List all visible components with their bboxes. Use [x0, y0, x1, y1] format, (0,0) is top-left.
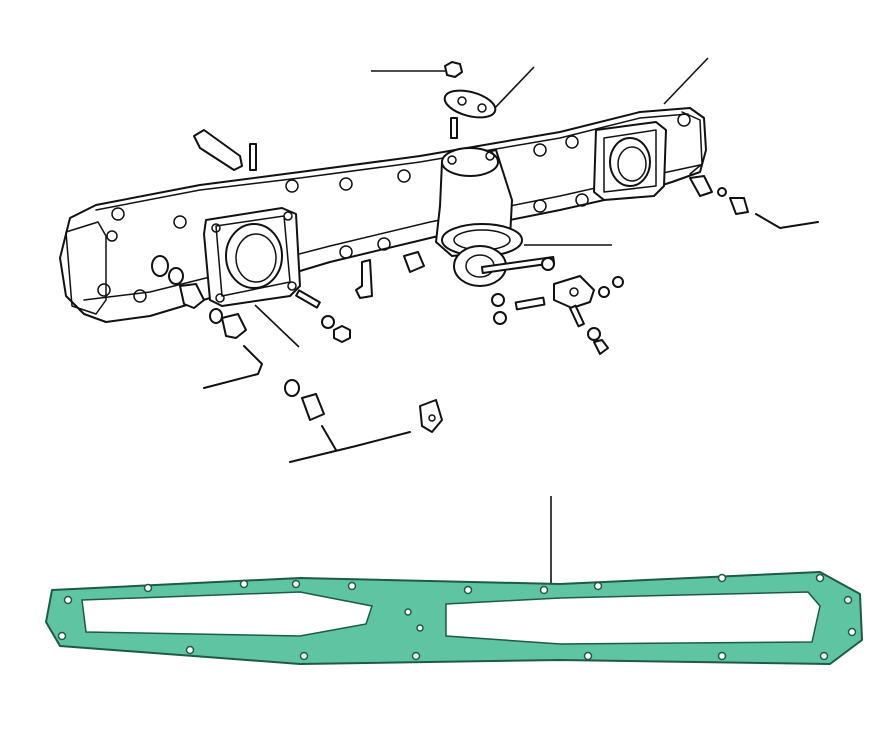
manifold-top-ridge [95, 113, 689, 211]
union-centre [403, 251, 425, 273]
union-front [221, 313, 247, 339]
left-stud [249, 143, 257, 171]
rear-bent-pipe [755, 213, 819, 229]
bracket-hook [355, 259, 373, 299]
carburettor-flange-rear [593, 121, 667, 201]
union-nut-left [179, 283, 205, 309]
linkage-parts [480, 256, 624, 355]
rear-flange-bore [609, 137, 651, 187]
tee-union [301, 393, 325, 421]
manifold-rear-end [681, 111, 703, 175]
gasket-rear-opening [445, 591, 821, 645]
leader-line-flange [254, 304, 300, 348]
union-rear [689, 175, 713, 197]
leader-line-manifold [663, 57, 709, 105]
top-nut [444, 61, 463, 78]
pipes [203, 213, 819, 463]
washer-mid [321, 315, 335, 329]
small-gasket [443, 89, 497, 119]
top-stud [450, 117, 458, 139]
union-nut-rear [729, 197, 749, 215]
linkage-bracket [553, 275, 595, 309]
balance-pipe-main [289, 431, 411, 463]
manifold-gasket [45, 571, 863, 665]
leader-line-small-gasket [490, 66, 535, 113]
nut-mid [333, 325, 351, 343]
balance-pipe-tee [321, 425, 337, 451]
top-fixings [193, 61, 497, 171]
carburettor-flange-front [203, 207, 301, 307]
thermostat-housing [435, 147, 523, 287]
pipe-clip [419, 399, 443, 433]
left-bent-pipe [203, 345, 263, 389]
manifold-end-face [65, 221, 107, 315]
leader-lines [254, 57, 709, 586]
linkage-pin [514, 296, 546, 311]
small-fixings [151, 175, 749, 343]
lifting-bracket [193, 129, 243, 171]
gasket-front-opening [81, 591, 373, 637]
stud-mid [295, 289, 321, 309]
